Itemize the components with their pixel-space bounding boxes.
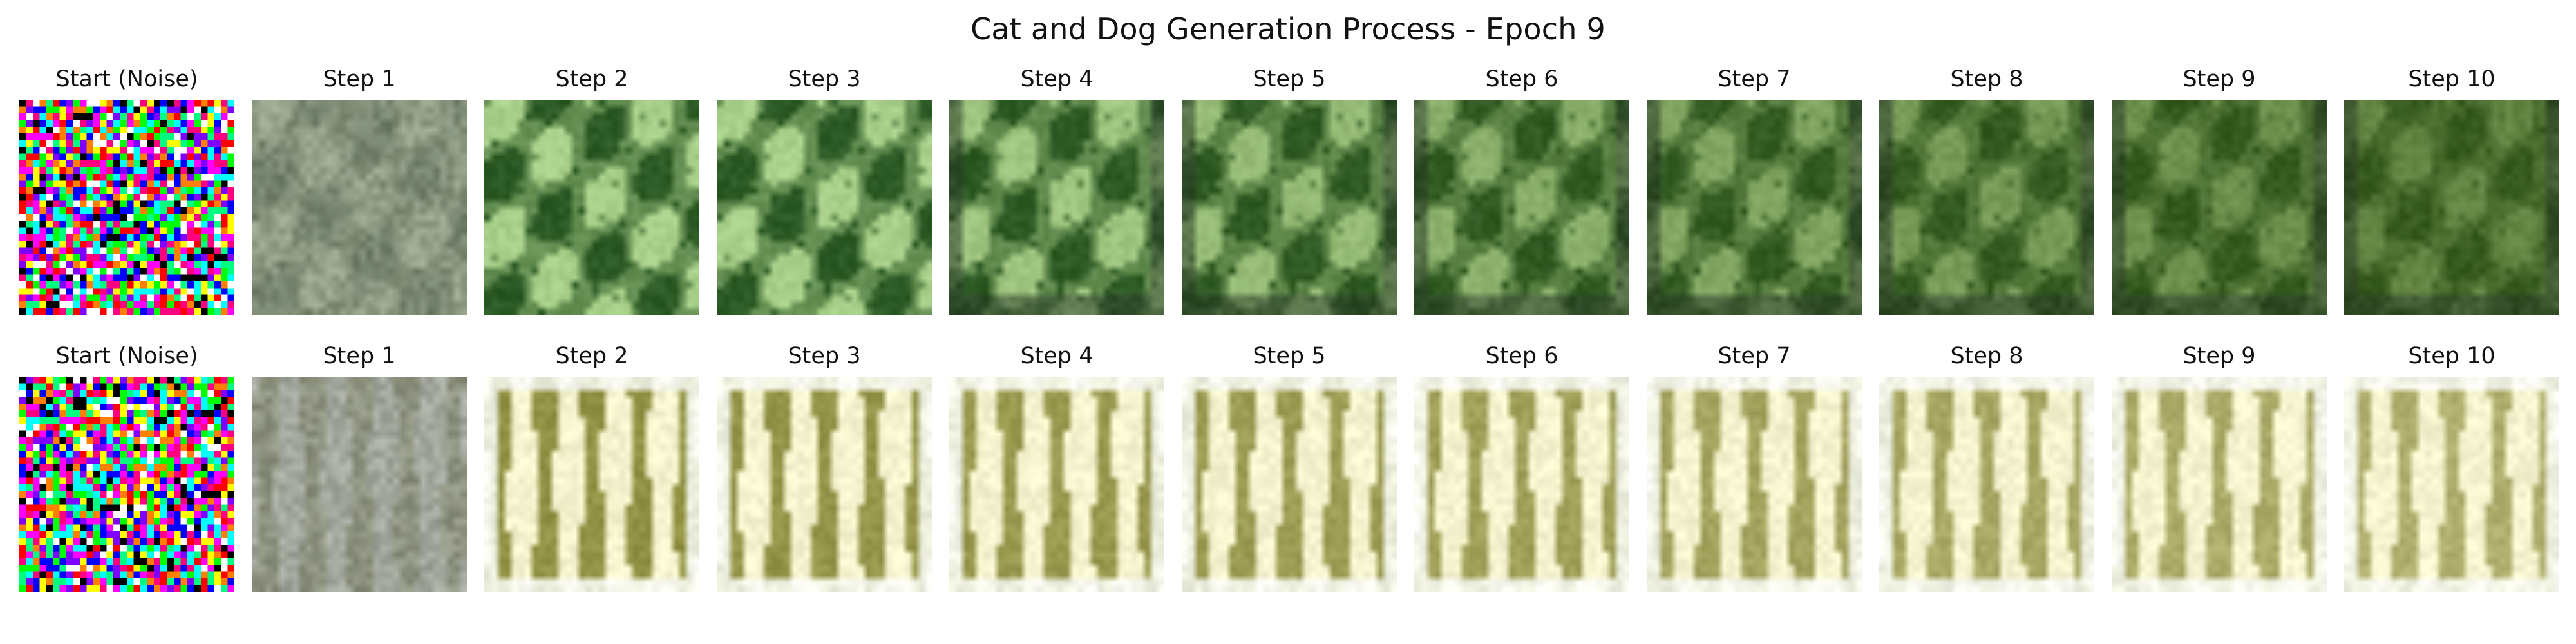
- figure-title: Cat and Dog Generation Process - Epoch 9: [971, 12, 1605, 46]
- cat-panel-step-2: Step 2: [484, 61, 699, 315]
- generated-image: [1182, 100, 1397, 315]
- cat-panel-noise: Start (Noise): [19, 61, 234, 315]
- dog-panel-step-3: Step 3: [717, 338, 932, 592]
- cat-panel-step-4: Step 4: [949, 61, 1164, 315]
- cat-generation-row: Start (Noise) Step 1 Step 2 Step 3 Step …: [0, 61, 2576, 315]
- generated-image: [949, 377, 1164, 592]
- panel-title: Step 3: [788, 66, 861, 92]
- panel-title: Step 6: [1485, 343, 1558, 369]
- generated-image: [2112, 377, 2327, 592]
- generated-image: [717, 100, 932, 315]
- generated-image: [484, 100, 699, 315]
- generated-image: [1182, 377, 1397, 592]
- cat-panel-step-9: Step 9: [2112, 61, 2327, 315]
- panel-title: Step 2: [555, 66, 629, 92]
- generated-image: [1414, 100, 1629, 315]
- dog-panel-step-5: Step 5: [1182, 338, 1397, 592]
- generated-image: [252, 100, 467, 315]
- dog-panel-step-9: Step 9: [2112, 338, 2327, 592]
- panel-title: Step 4: [1020, 343, 1094, 369]
- panel-title: Step 7: [1718, 343, 1791, 369]
- panel-title: Step 2: [555, 343, 629, 369]
- generated-image: [2344, 100, 2559, 315]
- generated-image: [1879, 100, 2094, 315]
- cat-panel-step-6: Step 6: [1414, 61, 1629, 315]
- panel-title: Start (Noise): [55, 66, 198, 92]
- generated-image: [1879, 377, 2094, 592]
- panel-title: Step 1: [323, 66, 396, 92]
- cat-panel-step-5: Step 5: [1182, 61, 1397, 315]
- panel-title: Step 3: [788, 343, 861, 369]
- panel-title: Step 4: [1020, 66, 1094, 92]
- dog-panel-step-7: Step 7: [1647, 338, 1862, 592]
- generated-image: [2344, 377, 2559, 592]
- cat-panel-step-8: Step 8: [1879, 61, 2094, 315]
- generated-image: [1414, 377, 1629, 592]
- cat-panel-step-3: Step 3: [717, 61, 932, 315]
- noise-image: [19, 100, 234, 315]
- panel-title: Step 10: [2408, 343, 2496, 369]
- cat-panel-step-7: Step 7: [1647, 61, 1862, 315]
- generated-image: [949, 100, 1164, 315]
- generated-image: [1647, 377, 1862, 592]
- dog-panel-step-10: Step 10: [2344, 338, 2559, 592]
- panel-title: Start (Noise): [55, 343, 198, 369]
- panel-title: Step 10: [2408, 66, 2496, 92]
- cat-panel-step-1: Step 1: [252, 61, 467, 315]
- panel-title: Step 8: [1950, 343, 2023, 369]
- generated-image: [484, 377, 699, 592]
- dog-panel-step-8: Step 8: [1879, 338, 2094, 592]
- dog-generation-row: Start (Noise) Step 1 Step 2 Step 3 Step …: [0, 338, 2576, 592]
- dog-panel-step-6: Step 6: [1414, 338, 1629, 592]
- dog-panel-step-4: Step 4: [949, 338, 1164, 592]
- panel-title: Step 1: [323, 343, 396, 369]
- generated-image: [2112, 100, 2327, 315]
- generated-image: [1647, 100, 1862, 315]
- generated-image: [252, 377, 467, 592]
- panel-title: Step 9: [2183, 66, 2256, 92]
- dog-panel-step-1: Step 1: [252, 338, 467, 592]
- panel-title: Step 9: [2183, 343, 2256, 369]
- cat-panel-step-10: Step 10: [2344, 61, 2559, 315]
- dog-panel-noise: Start (Noise): [19, 338, 234, 592]
- dog-panel-step-2: Step 2: [484, 338, 699, 592]
- panel-title: Step 8: [1950, 66, 2023, 92]
- generated-image: [717, 377, 932, 592]
- panel-title: Step 7: [1718, 66, 1791, 92]
- noise-image: [19, 377, 234, 592]
- panel-title: Step 6: [1485, 66, 1558, 92]
- panel-title: Step 5: [1253, 343, 1326, 369]
- panel-title: Step 5: [1253, 66, 1326, 92]
